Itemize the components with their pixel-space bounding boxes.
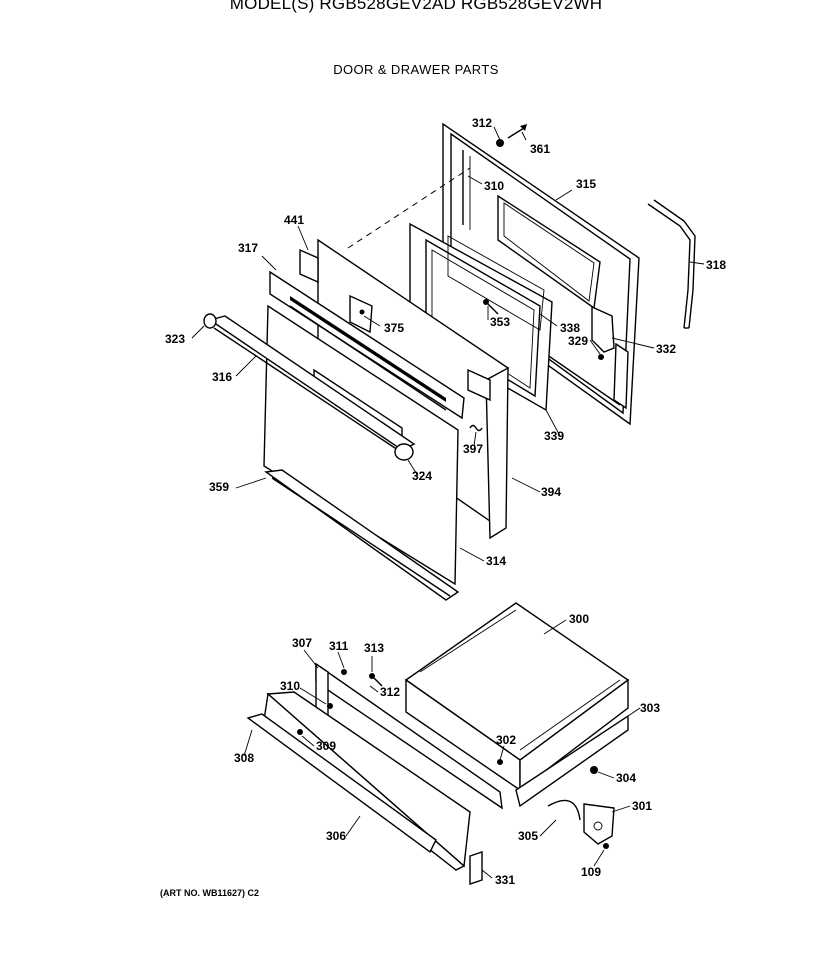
drawer-front-fasteners — [297, 703, 333, 735]
part-label-332: 332 — [656, 342, 676, 356]
screw-109 — [603, 843, 609, 849]
screw-and-nut — [496, 124, 527, 147]
part-label-313: 313 — [364, 641, 384, 655]
part-label-441: 441 — [284, 213, 304, 227]
art-number-note: (ART NO. WB11627) C2 — [160, 888, 260, 898]
part-label-361: 361 — [530, 142, 550, 156]
leader-lines — [191, 126, 705, 879]
part-label-331: 331 — [495, 873, 515, 887]
part-label-338: 338 — [560, 321, 580, 335]
section-title: DOOR & DRAWER PARTS — [333, 62, 499, 77]
part-label-307: 307 — [292, 636, 312, 650]
part-label-300: 300 — [569, 612, 589, 626]
part-label-317: 317 — [238, 241, 258, 255]
drawer-rail — [515, 714, 629, 808]
part-label-308: 308 — [234, 751, 254, 765]
part-label-339: 339 — [544, 429, 564, 443]
drawer-clip — [547, 799, 581, 821]
drawer-body — [404, 602, 630, 792]
part-label-323: 323 — [165, 332, 185, 346]
part-label-109: 109 — [581, 865, 601, 879]
part-label-311: 311 — [329, 639, 349, 653]
part-label-304: 304 — [616, 771, 636, 785]
part-label-301: 301 — [632, 799, 652, 813]
part-label-303: 303 — [640, 701, 660, 715]
handle-end-caps — [203, 313, 414, 461]
part-label-310: 310 — [484, 179, 504, 193]
window-glass — [447, 235, 545, 331]
part-label-397: 397 — [463, 442, 483, 456]
screw-353 — [483, 299, 499, 315]
door-handle — [208, 315, 416, 455]
part-label-310b: 310 — [280, 679, 300, 693]
part-label-394: 394 — [541, 485, 561, 499]
part-label-324: 324 — [412, 469, 432, 483]
part-label-329: 329 — [568, 334, 588, 348]
part-label-312b: 312 — [380, 685, 400, 699]
drawer-front-bracket — [469, 851, 483, 885]
drawer-screws — [341, 669, 383, 687]
part-label-306: 306 — [326, 829, 346, 843]
drawer-front-panel — [246, 691, 471, 871]
door-top-trim — [269, 270, 465, 420]
door-hinge — [647, 199, 696, 329]
part-label-314: 314 — [486, 554, 506, 568]
part-label-375: 375 — [384, 321, 404, 335]
door-bottom-trim — [264, 469, 460, 601]
part-number-labels: 312 361 310 315 318 441 317 375 353 338 … — [165, 116, 726, 887]
part-label-302: 302 — [496, 733, 516, 747]
part-label-305: 305 — [518, 829, 538, 843]
model-title: MODEL(S) RGB528GEV2AD RGB528GEV2WH — [229, 0, 603, 13]
glide-bracket — [583, 803, 615, 845]
part-label-315: 315 — [576, 177, 596, 191]
door-spring — [469, 424, 483, 432]
drawer-roller — [590, 766, 598, 774]
hinge-bracket — [299, 248, 319, 284]
screw-302 — [497, 759, 503, 765]
part-label-316: 316 — [212, 370, 232, 384]
door-back-panel — [442, 122, 640, 426]
part-label-312: 312 — [472, 116, 492, 130]
part-label-318: 318 — [706, 258, 726, 272]
part-label-359: 359 — [209, 480, 229, 494]
part-label-309: 309 — [316, 739, 336, 753]
part-label-353: 353 — [490, 315, 510, 329]
door-bracket — [591, 305, 615, 360]
